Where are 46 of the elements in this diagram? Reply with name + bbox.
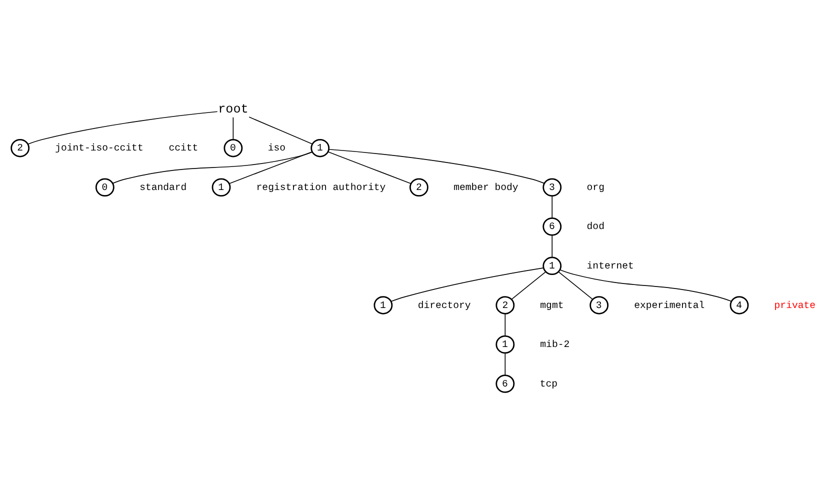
connector [248,116,313,144]
connector [390,268,544,302]
node-label: joint-iso-ccitt [55,142,144,154]
node-circle: 3 [590,296,609,314]
connector [228,151,312,184]
node-circle: 6 [542,218,562,236]
node-label: registration authority [256,182,386,193]
node-label: org [586,182,604,193]
node-circle: 1 [496,335,515,354]
node-label: internet [586,260,634,272]
node-label: iso [268,142,286,154]
node-circle: 2 [10,138,30,158]
node-circle: 0 [224,138,243,158]
connector [560,269,732,302]
node-circle: 1 [310,138,330,158]
node-label: member body [454,182,518,193]
node-label: directory [418,300,471,311]
node-circle: 3 [542,178,562,196]
connector [504,313,506,336]
node-label: experimental [634,300,705,311]
connector [558,271,594,300]
node-circle: 2 [496,296,515,314]
node-label: mib-2 [540,339,570,350]
connector [552,234,553,258]
node-circle: 1 [212,178,231,196]
connector [328,151,412,184]
connector [112,152,313,184]
node-label: standard [140,182,187,193]
node-circle: 1 [542,256,562,276]
node-circle: 4 [730,296,749,314]
node-label: mgmt [540,300,564,311]
connector [511,271,546,300]
node-label: tcp [540,378,558,390]
connector [28,111,218,145]
connector [552,196,553,219]
node-circle: 0 [95,178,114,196]
connector [328,148,545,184]
node-circle: 6 [496,374,515,393]
connector [504,352,506,376]
node-label: private [774,300,816,311]
connector [232,116,234,140]
node-circle: 2 [409,178,428,196]
node-label: ccitt [168,142,198,154]
node-label: dod [586,221,604,232]
node-text: root [218,102,248,117]
node-circle: 1 [374,296,393,314]
